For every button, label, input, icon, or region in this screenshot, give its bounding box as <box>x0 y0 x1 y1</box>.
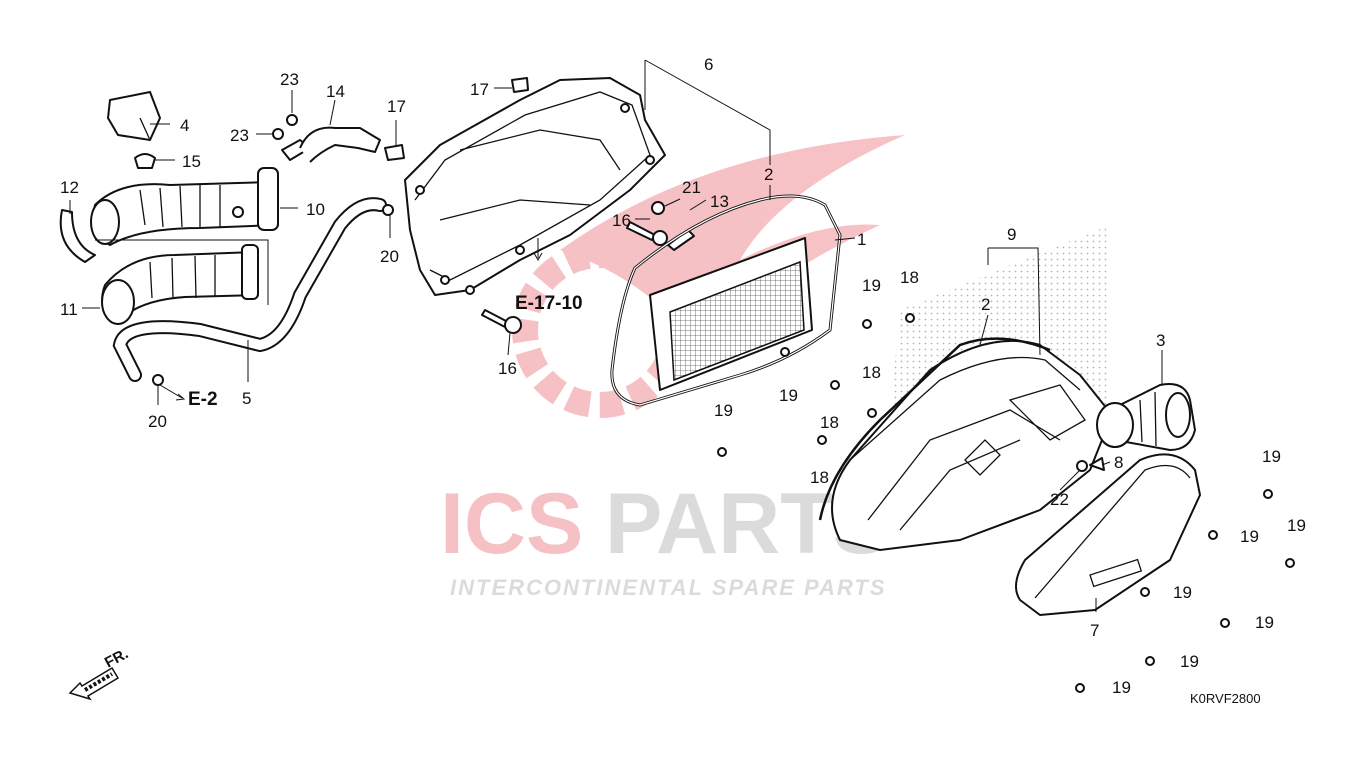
small-fasteners <box>717 313 1295 693</box>
callout-20-upper: 20 <box>380 247 399 266</box>
callout-18-c: 18 <box>820 413 839 432</box>
watermark-tagline: INTERCONTINENTAL SPARE PARTS <box>450 575 887 600</box>
callout-16-lower: 16 <box>498 359 517 378</box>
callout-17-top: 17 <box>470 80 489 99</box>
part-22-clip <box>1076 460 1088 472</box>
part-8-grommet <box>1089 457 1105 471</box>
callout-19-c: 19 <box>714 401 733 420</box>
callout-13: 13 <box>710 192 729 211</box>
front-label: FR. <box>102 645 131 671</box>
callout-18-d: 18 <box>810 468 829 487</box>
diagram-code: K0RVF2800 <box>1190 691 1261 706</box>
callout-2-upper: 2 <box>764 165 773 184</box>
part-10-intake-duct <box>90 167 279 246</box>
callout-19-g: 19 <box>1173 583 1192 602</box>
callout-16-upper: 16 <box>612 211 631 230</box>
callout-5: 5 <box>242 389 251 408</box>
part-4-cap <box>107 91 161 141</box>
callout-21: 21 <box>682 178 701 197</box>
part-9-case <box>831 339 1113 551</box>
reference-arrow-e2 <box>159 384 183 399</box>
callout-14: 14 <box>326 82 345 101</box>
part-2-seal-upper <box>610 194 842 407</box>
part-14-bracket <box>272 114 381 163</box>
watermark-wing-logo <box>560 135 905 350</box>
callout-22: 22 <box>1050 490 1069 509</box>
callout-23-left: 23 <box>230 126 249 145</box>
front-direction-arrow: FR. <box>68 645 131 701</box>
part-5-hose <box>112 197 387 382</box>
leader-lines <box>69 59 1163 612</box>
part-15-clip <box>134 153 156 169</box>
callout-12: 12 <box>60 178 79 197</box>
callout-6: 6 <box>704 55 713 74</box>
callouts: 1 2 2 3 4 5 6 7 8 9 10 11 12 13 14 15 16… <box>60 55 1306 697</box>
callout-19-b: 19 <box>779 386 798 405</box>
callout-19-j: 19 <box>1112 678 1131 697</box>
callout-1: 1 <box>857 230 866 249</box>
part-16-bolt-upper <box>626 221 668 246</box>
callout-19-a: 19 <box>862 276 881 295</box>
reference-e2: E-2 <box>188 389 218 410</box>
callout-20-lower: 20 <box>148 412 167 431</box>
part-6-case-cover <box>404 77 666 296</box>
callout-7: 7 <box>1090 621 1099 640</box>
part-20-clip-upper <box>382 204 394 216</box>
callout-9: 9 <box>1007 225 1016 244</box>
part-17-nut-left <box>384 144 405 161</box>
callout-19-i: 19 <box>1180 652 1199 671</box>
part-16-bolt-lower <box>481 309 522 334</box>
callout-11: 11 <box>60 300 78 319</box>
callout-19-d: 19 <box>1262 447 1281 466</box>
part-7-cover <box>1015 453 1201 616</box>
part-11-duct-assy <box>95 239 269 325</box>
part-21-clip <box>651 201 665 215</box>
callout-18-b: 18 <box>862 363 881 382</box>
callout-19-h: 19 <box>1255 613 1274 632</box>
callout-17-left: 17 <box>387 97 406 116</box>
callout-8: 8 <box>1114 453 1123 472</box>
part-12-clamp <box>59 209 96 263</box>
callout-2-lower: 2 <box>981 295 990 314</box>
callout-23-top: 23 <box>280 70 299 89</box>
watermark-brand-ics: ICS <box>440 476 583 572</box>
callout-4: 4 <box>180 116 189 135</box>
part-3-funnel <box>1096 383 1196 451</box>
callout-18-a: 18 <box>900 268 919 287</box>
callout-19-e: 19 <box>1240 527 1259 546</box>
watermark: ICS PARTS INTERCONTINENTAL SPARE PARTS <box>440 135 905 600</box>
callout-3: 3 <box>1156 331 1165 350</box>
callout-15: 15 <box>182 152 201 171</box>
part-20-clip-lower <box>152 374 164 386</box>
part-2-seal-lower <box>818 337 1051 521</box>
callout-19-f: 19 <box>1287 516 1306 535</box>
part-17-nut-top <box>511 77 529 93</box>
reference-e17-10: E-17-10 <box>515 293 583 314</box>
callout-10: 10 <box>306 200 325 219</box>
part-1-air-filter-element <box>649 237 813 391</box>
